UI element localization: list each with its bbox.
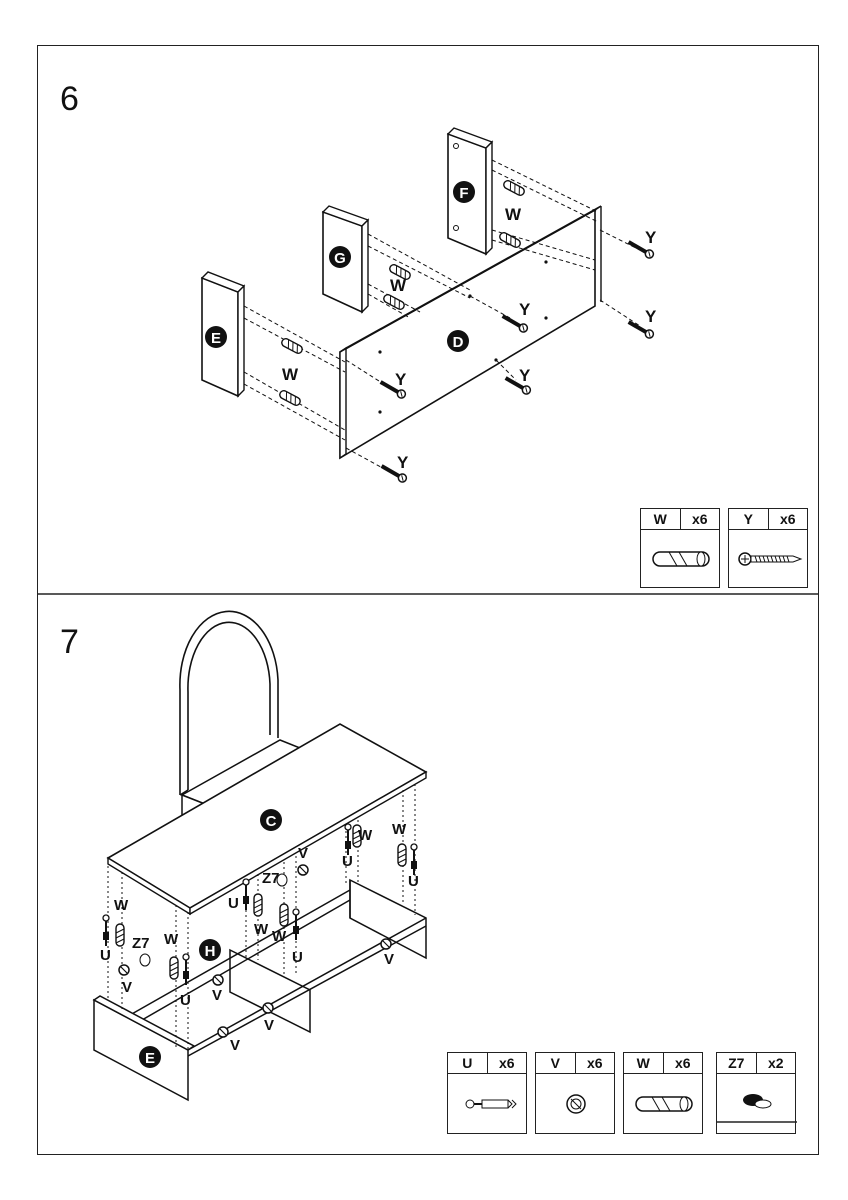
panel-f: F: [446, 127, 494, 256]
label-y: Y: [519, 300, 531, 319]
label-z7: Z7: [262, 870, 280, 887]
instruction-frame: [37, 45, 819, 1155]
dowel-icon: [397, 843, 407, 867]
label-u: U: [100, 947, 111, 964]
label-w: W: [505, 205, 522, 224]
hardware-code: V: [536, 1053, 576, 1073]
cam-lock-icon: [262, 1002, 274, 1014]
panel-f-label: F: [459, 185, 468, 202]
label-u: U: [180, 992, 191, 1009]
cam-lock-icon: [566, 1094, 586, 1114]
cam-lock-icon: [217, 1026, 229, 1038]
cover-cap-icon: [276, 873, 288, 887]
label-y: Y: [395, 370, 407, 389]
dowel-icon: [115, 923, 125, 947]
dowel-icon: [497, 230, 523, 250]
dowel-icon: [169, 956, 179, 980]
panel-h-badge: [199, 939, 221, 961]
cover-cap-icon: [139, 953, 151, 967]
hardware-code: W: [624, 1053, 664, 1073]
hardware-qty: x6: [498, 1055, 515, 1071]
step-7-number: 7: [60, 623, 79, 661]
label-y: Y: [645, 307, 657, 326]
hardware-qty: x6: [779, 511, 796, 527]
label-w: W: [282, 365, 299, 384]
dowel-icon: [279, 903, 289, 927]
cam-lock-icon: [297, 864, 309, 876]
top-panel-c: C: [106, 723, 428, 916]
label-y: Y: [645, 228, 657, 247]
cam-bolt-icon: [242, 878, 250, 911]
dowel-icon: [501, 178, 527, 198]
cam-bolt-icon: [410, 843, 418, 876]
panel-g-label: G: [334, 250, 346, 267]
panel-e-label: E: [211, 330, 221, 347]
label-y: Y: [519, 366, 531, 385]
label-u: U: [342, 853, 353, 870]
label-y: Y: [397, 453, 409, 472]
label-u: U: [408, 873, 419, 890]
label-u: U: [292, 949, 303, 966]
label-z7: Z7: [132, 935, 150, 952]
label-w: W: [358, 827, 373, 844]
label-w: W: [390, 276, 407, 295]
label-v: V: [212, 987, 222, 1004]
cam-lock-icon: [380, 938, 392, 950]
label-w: W: [392, 821, 407, 838]
wooden-dowel-icon: [635, 1096, 693, 1112]
panel-g: G: [321, 205, 370, 314]
dowel-icon: [279, 336, 305, 356]
dowel-icon: [253, 893, 263, 917]
cam-bolt-icon: [344, 823, 352, 856]
panel-c-label: C: [266, 813, 277, 830]
label-v: V: [122, 979, 132, 996]
cam-bolt-icon: [182, 953, 190, 986]
label-w: W: [254, 921, 269, 938]
hardware-qty: x6: [586, 1055, 603, 1071]
label-w: W: [272, 928, 287, 945]
panel-e-step6: E: [200, 271, 246, 398]
panel-d-label: D: [453, 334, 464, 351]
screw-icon: [738, 552, 803, 566]
label-v: V: [264, 1017, 274, 1034]
cam-lock-icon: [118, 964, 130, 976]
hardware-code: W: [641, 509, 681, 529]
hardware-qty: x6: [691, 511, 708, 527]
cam-bolt-icon: [292, 908, 300, 941]
dowel-icon: [381, 292, 407, 312]
label-v: V: [298, 845, 308, 862]
hardware-code: U: [448, 1053, 488, 1073]
hardware-qty: x6: [674, 1055, 691, 1071]
panel-e-badge: [139, 1046, 161, 1068]
cover-cap-icon: [717, 1094, 797, 1123]
cam-bolt-icon: [465, 1099, 517, 1109]
label-w: W: [114, 897, 129, 914]
panel-d-badge: [447, 330, 469, 352]
hardware-qty: x2: [767, 1055, 784, 1071]
dowel-icon: [277, 388, 303, 408]
hardware-code: Z7: [717, 1053, 757, 1073]
hardware-box-z7: Z7 x2: [716, 1052, 797, 1134]
label-u: U: [228, 895, 239, 912]
label-w: W: [164, 931, 179, 948]
label-v: V: [384, 951, 394, 968]
cam-lock-icon: [212, 974, 224, 986]
step-6-number: 6: [60, 80, 79, 118]
wooden-dowel-icon: [652, 551, 710, 567]
hardware-code: Y: [729, 509, 769, 529]
panel-e-step7-label: E: [145, 1050, 155, 1067]
label-v: V: [230, 1037, 240, 1054]
panel-h-label: H: [205, 943, 216, 960]
